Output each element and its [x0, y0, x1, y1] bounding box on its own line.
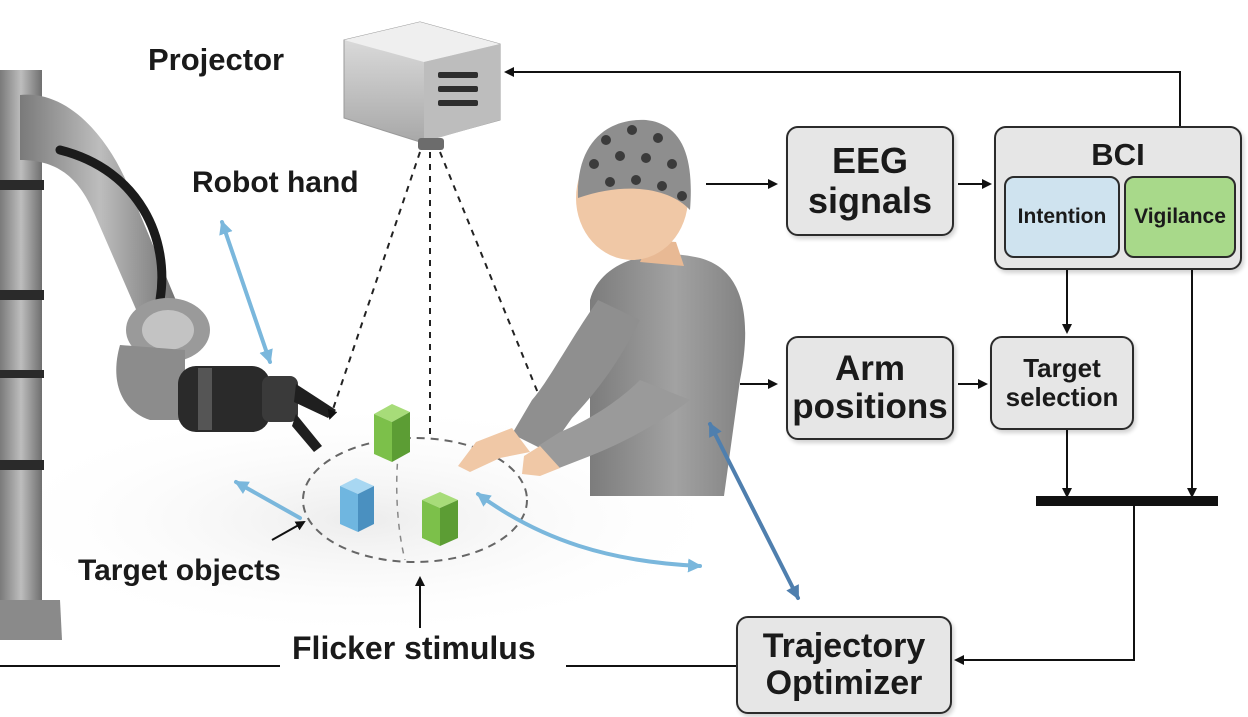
eeg-signals-box: EEG signals — [786, 126, 954, 236]
trajectory-optimizer-box: Trajectory Optimizer — [736, 616, 952, 714]
person-icon — [458, 119, 746, 496]
target-selection-box: Target selection — [990, 336, 1134, 430]
projector-label: Projector — [148, 42, 285, 77]
projection-cone — [327, 151, 541, 436]
vigilance-box: Vigilance — [1124, 176, 1236, 258]
trajectory-optimizer-line1: Trajectory — [762, 626, 926, 665]
trajectory-optimizer-line2: Optimizer — [765, 664, 923, 702]
intention-box: Intention — [1004, 176, 1120, 258]
eeg-signals-line1: EEG — [831, 140, 909, 182]
target-objects-label: Target objects — [78, 554, 281, 587]
target-selection-line1: Target — [1023, 353, 1101, 384]
label-pointers — [271, 521, 425, 628]
flicker-stimulus-label: Flicker stimulus — [292, 630, 536, 666]
arm-positions-line1: Arm — [834, 348, 906, 388]
projector-icon — [343, 21, 501, 150]
arm-positions-box: Arm positions — [786, 336, 954, 440]
bci-title: BCI — [1091, 137, 1145, 172]
green-cube-front — [422, 492, 458, 546]
arm-positions-line2: positions — [792, 387, 948, 426]
robot-hand-label: Robot hand — [192, 166, 359, 199]
blue-cube — [340, 478, 374, 532]
target-selection-line2: selection — [1005, 382, 1119, 412]
eeg-signals-line2: signals — [807, 180, 933, 221]
merge-bar — [1036, 496, 1218, 506]
motion-arrows — [219, 220, 800, 600]
green-cube-back — [374, 404, 410, 462]
robot-arm-icon — [0, 70, 336, 640]
flow-connectors — [0, 67, 1197, 667]
